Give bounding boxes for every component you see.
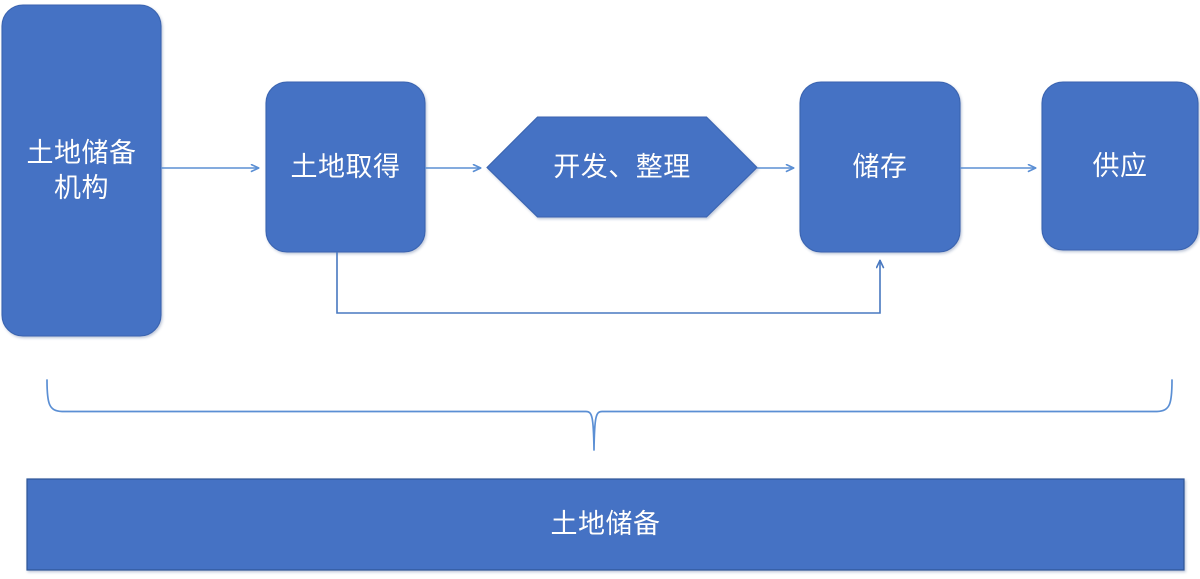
node-shape-develop[interactable] <box>486 116 758 218</box>
node-shape-summary-bar[interactable] <box>26 478 1185 571</box>
node-shape-store[interactable] <box>799 81 961 253</box>
summary-brace <box>46 379 1173 451</box>
node-shape-acquire[interactable] <box>265 81 426 253</box>
node-shape-supply[interactable] <box>1041 81 1199 251</box>
node-shape-agency[interactable] <box>1 4 162 337</box>
connector-acquire-to-store-bypass[interactable] <box>336 252 880 314</box>
